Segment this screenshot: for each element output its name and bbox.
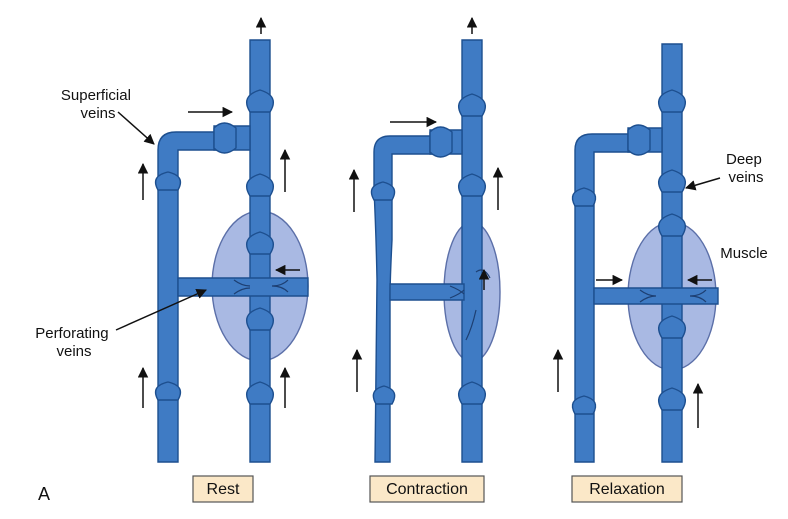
label-muscle: Muscle [720, 245, 768, 262]
leader-line [684, 177, 721, 191]
leader-line [117, 111, 155, 145]
valve-bulge [246, 173, 274, 197]
caption-contraction: Contraction [386, 481, 468, 498]
valve-bulge [246, 307, 274, 331]
caption-box [369, 475, 485, 503]
panel-relaxation: Relaxation [552, 43, 719, 503]
panel-contraction: Contraction [348, 16, 504, 503]
caption-box [192, 475, 254, 503]
valve-bulge [658, 315, 686, 339]
valve-bulge [458, 93, 486, 117]
valve-line [233, 279, 289, 295]
valve-bulge [246, 89, 274, 113]
valve-bulge [658, 213, 686, 237]
valve-bulge [372, 385, 396, 405]
valve-bulge [429, 126, 453, 158]
perforating-vein [389, 283, 465, 301]
label-deep-line2: veins [728, 169, 763, 186]
valve-bulge [370, 181, 396, 201]
valve-bulge [213, 122, 237, 154]
leader-line [115, 289, 207, 331]
superficial-vein [574, 133, 633, 463]
valve-bulge [658, 169, 686, 193]
perforating-vein [177, 277, 309, 297]
superficial-vein [157, 131, 221, 463]
label-deep-veins: Deep veins [726, 151, 766, 186]
valve-bulge [658, 387, 686, 411]
valve-bulge [658, 89, 686, 113]
labels: Superficial veins Perforating veins Deep… [35, 87, 768, 504]
label-superficial-veins: Superficial veins [61, 87, 135, 122]
superficial-vein [373, 135, 437, 463]
label-perforating-line1: Perforating [35, 325, 108, 342]
caption-box [571, 475, 683, 503]
valve-bulge [458, 381, 486, 405]
valve-bulge [571, 395, 597, 415]
valve-bulge [627, 124, 651, 156]
panel-letter: A [38, 484, 50, 504]
label-superficial-line2: veins [80, 105, 115, 122]
caption-rest: Rest [207, 481, 240, 498]
valve-bulge [571, 187, 597, 207]
label-perforating-line2: veins [56, 343, 91, 360]
panel-rest: Rest [137, 16, 309, 503]
label-superficial-line1: Superficial [61, 87, 131, 104]
label-perforating-veins: Perforating veins [35, 325, 113, 360]
valve-line [639, 289, 707, 303]
valve-bulge [154, 381, 182, 401]
valve-bulge [154, 171, 182, 191]
valve-bulge [246, 381, 274, 405]
valve-bulge [246, 231, 274, 255]
valve-bulge [458, 173, 486, 197]
label-deep-line1: Deep [726, 151, 762, 168]
caption-relaxation: Relaxation [589, 481, 665, 498]
valve-line [449, 269, 491, 341]
